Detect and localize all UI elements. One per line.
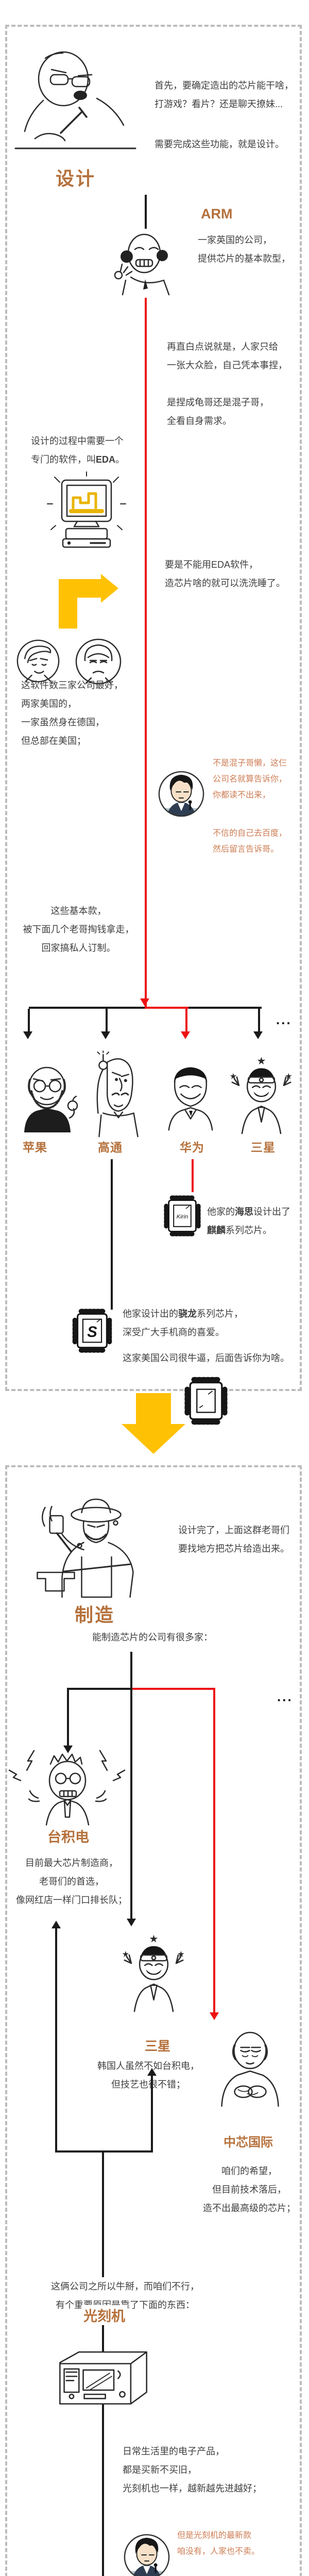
arm-description-3: 是捏成龟哥还是混子哥， 全看自身需求。	[167, 397, 269, 426]
manufacturing-section-label: 制造	[75, 1604, 115, 1625]
flow-line	[145, 195, 147, 229]
samsung-branch-line	[130, 1688, 132, 1920]
company-label-qualcomm: 高通	[98, 1141, 123, 1154]
narrator-avatar	[157, 770, 205, 818]
tree-branch-line-red	[145, 1007, 188, 1009]
tsmc-description: 目前最大芯片制造商， 老哥们的首选， 像网红店一样门口排长队；	[16, 1858, 127, 1905]
qualcomm-flow-line	[111, 1159, 113, 1310]
smic-branch-line-red	[213, 1688, 215, 2013]
smic-illustration	[220, 2031, 280, 2107]
qualcomm-illustration	[96, 1050, 139, 1138]
tsmc-name: 台积电	[47, 1829, 89, 1845]
design-intro-text-2: 需要完成这些功能，就是设计。	[154, 139, 284, 149]
arrow-down	[23, 1031, 32, 1039]
samsung-fab-illustration	[121, 1933, 185, 2012]
arrow-down	[101, 1031, 110, 1039]
branch-huawei-line	[185, 1009, 187, 1032]
samsung-merge-line	[151, 2075, 153, 2153]
snapdragon-note: 这家美国公司很牛逼，后面告诉你为啥。	[123, 1353, 289, 1363]
design-section-label: 设计	[56, 168, 96, 189]
tsmc-merge-line	[55, 1928, 57, 2153]
manufacturing-intro-text: 设计完了，上面这群老哥们 要找地方把芯片给造出来。	[178, 1525, 289, 1554]
tsmc-branch-line	[67, 1688, 69, 1747]
apple-founder-illustration	[23, 1066, 78, 1133]
arrow-up-tsmc	[52, 1921, 61, 1928]
smic-description: 咱们的希望， 但目前技术落后， 造不出最高级的芯片；	[203, 2166, 296, 2213]
eda-intro-text: 设计的过程中需要一个 专门的软件，叫EDA。	[31, 436, 125, 465]
chip-designer-illustration	[14, 51, 136, 149]
branch-qualcomm-line	[106, 1009, 108, 1032]
section-arrow-shaft	[136, 1393, 171, 1425]
arrow-down	[127, 1919, 136, 1926]
arrow-down	[253, 1031, 263, 1039]
arrow-down	[63, 1745, 73, 1753]
arrow-down-red	[181, 1031, 190, 1039]
eda-computer-illustration	[50, 474, 124, 557]
designed-chip-icon	[184, 1375, 228, 1427]
more-fabs-ellipsis: ...	[277, 1689, 293, 1704]
design-intro-text: 首先，要确定造出的芯片能干啥， 打游戏？看片？还是聊天撩妹...	[154, 80, 294, 109]
blacksmith-illustration	[36, 1498, 134, 1598]
kirin-caption: 他家的海思设计出了 麒麟系列芯片。	[207, 1207, 290, 1235]
many-fabs-text: 能制造芯片的公司有很多家：	[92, 1632, 213, 1642]
company-label-apple: 苹果	[23, 1141, 47, 1154]
snapdragon-caption: 他家设计出的骁龙系列芯片， 深受广大手机商的喜爱。	[123, 1309, 243, 1337]
arm-title: ARM	[201, 206, 233, 222]
more-companies-ellipsis: ...	[276, 1012, 292, 1027]
huawei-flow-line-red	[192, 1159, 194, 1192]
arrow-up-samsung	[147, 2068, 157, 2076]
fab-tree-stem	[130, 1652, 132, 1690]
samsung-illustration	[229, 1055, 293, 1134]
lithography-description: 日常生活里的电子产品， 都是买新不买旧， 光刻机也一样，越新越先进越好；	[123, 2446, 262, 2494]
basics-handoff-text: 这些基本款， 被下面几个老哥掏钱拿走， 回家搞私人订制。	[23, 906, 134, 953]
lithography-name: 光刻机	[81, 2305, 127, 2325]
narrator-avatar	[123, 2533, 171, 2576]
merge-bracket-line	[55, 2150, 153, 2153]
tsmc-illustration	[8, 1750, 126, 1826]
design-section-box	[5, 25, 302, 1391]
snapdragon-chip-icon	[72, 1309, 112, 1353]
eda-arrow-head-right	[101, 574, 118, 603]
narrator-speech-2: 不信的自己去百度， 然后留言告诉哥。	[213, 829, 287, 854]
section-arrow-head	[122, 1424, 185, 1454]
manufacturing-section-box	[5, 1465, 302, 2576]
lithography-machine-illustration	[59, 2351, 147, 2405]
arm-description-2: 再直白点说就是，人家只给 一张大众脸，自己凭本事捏，	[167, 342, 287, 370]
fab-branch-left	[67, 1688, 132, 1690]
eda-vendors-text: 这软件数三家公司最好， 两家美国的， 一家虽然身在德国， 但总部在美国；	[21, 680, 123, 746]
eda-bent-arrow-shaft	[59, 579, 77, 629]
company-label-huawei: 华为	[180, 1141, 204, 1154]
samsung-fab-description: 韩国人虽然不如台积电， 但技艺也很不错；	[97, 2061, 199, 2090]
company-label-samsung: 三星	[251, 1141, 276, 1154]
branch-samsung-line	[258, 1009, 260, 1032]
kirin-chip-icon	[164, 1195, 201, 1236]
branch-apple-line	[28, 1009, 30, 1032]
arm-company-illustration	[114, 233, 170, 296]
arrow-down-red	[140, 998, 149, 1006]
narrator-speech-1: 不是混子哥懒，这仨 公司名就算告诉你， 你都读不出来，	[213, 759, 287, 800]
arrow-down-red	[210, 2012, 219, 2020]
arm-description: 一家英国的公司， 提供芯片的基本款型，	[198, 235, 290, 264]
flow-line-red-main	[145, 298, 147, 1007]
fab-branch-right-red	[132, 1688, 215, 1690]
narrator-speech-3: 但是光刻机的最新款 咱没有，人家也不卖。	[177, 2531, 260, 2556]
huawei-illustration	[168, 1066, 213, 1131]
eda-warning-text: 要是不能用EDA软件， 造芯片啥的就可以洗洗睡了。	[165, 560, 285, 588]
samsung-fab-name: 三星	[145, 2039, 171, 2054]
smic-name: 中芯国际	[224, 2136, 273, 2149]
